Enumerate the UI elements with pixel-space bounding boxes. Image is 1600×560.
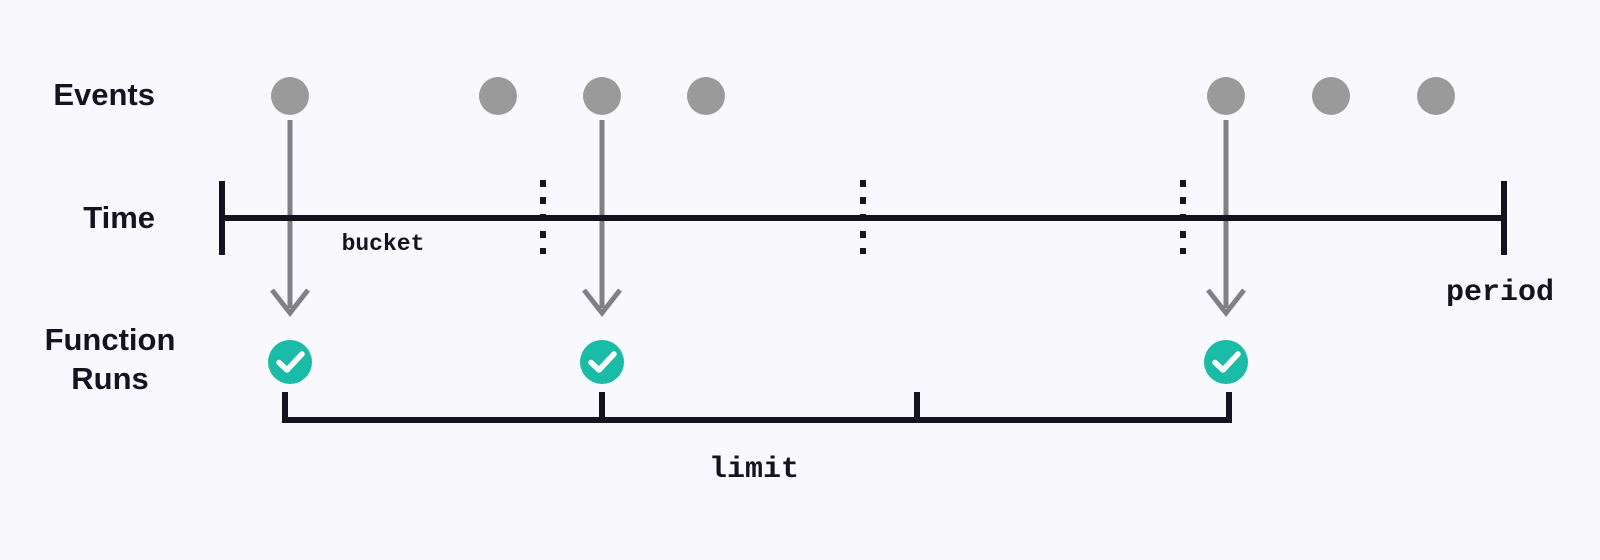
event-marker-5 (1207, 77, 1245, 115)
event-marker-7 (1417, 77, 1455, 115)
event-marker-4 (687, 77, 725, 115)
limit-annotation-label: limit (709, 453, 799, 487)
function-run-3-circle (1204, 340, 1248, 384)
function-run-1 (268, 340, 312, 384)
events-row-label: Events (53, 77, 155, 112)
time-row-label: Time (83, 200, 155, 235)
event-marker-3 (583, 77, 621, 115)
event-marker-6 (1312, 77, 1350, 115)
function-runs-row-label-line2: Runs (71, 361, 149, 396)
event-to-run-arrow-3-head (1206, 288, 1246, 318)
events-track (271, 77, 1455, 115)
function-run-3 (1204, 340, 1248, 384)
timeline-axis (219, 180, 1507, 255)
bucket-annotation-label: bucket (342, 231, 425, 257)
function-run-2-circle (580, 340, 624, 384)
function-runs-row-label-line1: Function (45, 322, 176, 357)
period-annotation-label: period (1446, 276, 1554, 310)
limit-bracket (282, 392, 1232, 423)
check-icon (1212, 351, 1241, 373)
function-run-2 (580, 340, 624, 384)
event-marker-2 (479, 77, 517, 115)
event-to-run-arrow-1-head (270, 288, 310, 318)
function-runs-track (268, 340, 1248, 384)
event-marker-1 (271, 77, 309, 115)
check-icon (276, 351, 305, 373)
event-to-run-arrows (270, 120, 1246, 318)
event-to-run-arrow-2-head (582, 288, 622, 318)
check-icon (588, 351, 617, 373)
function-run-1-circle (268, 340, 312, 384)
